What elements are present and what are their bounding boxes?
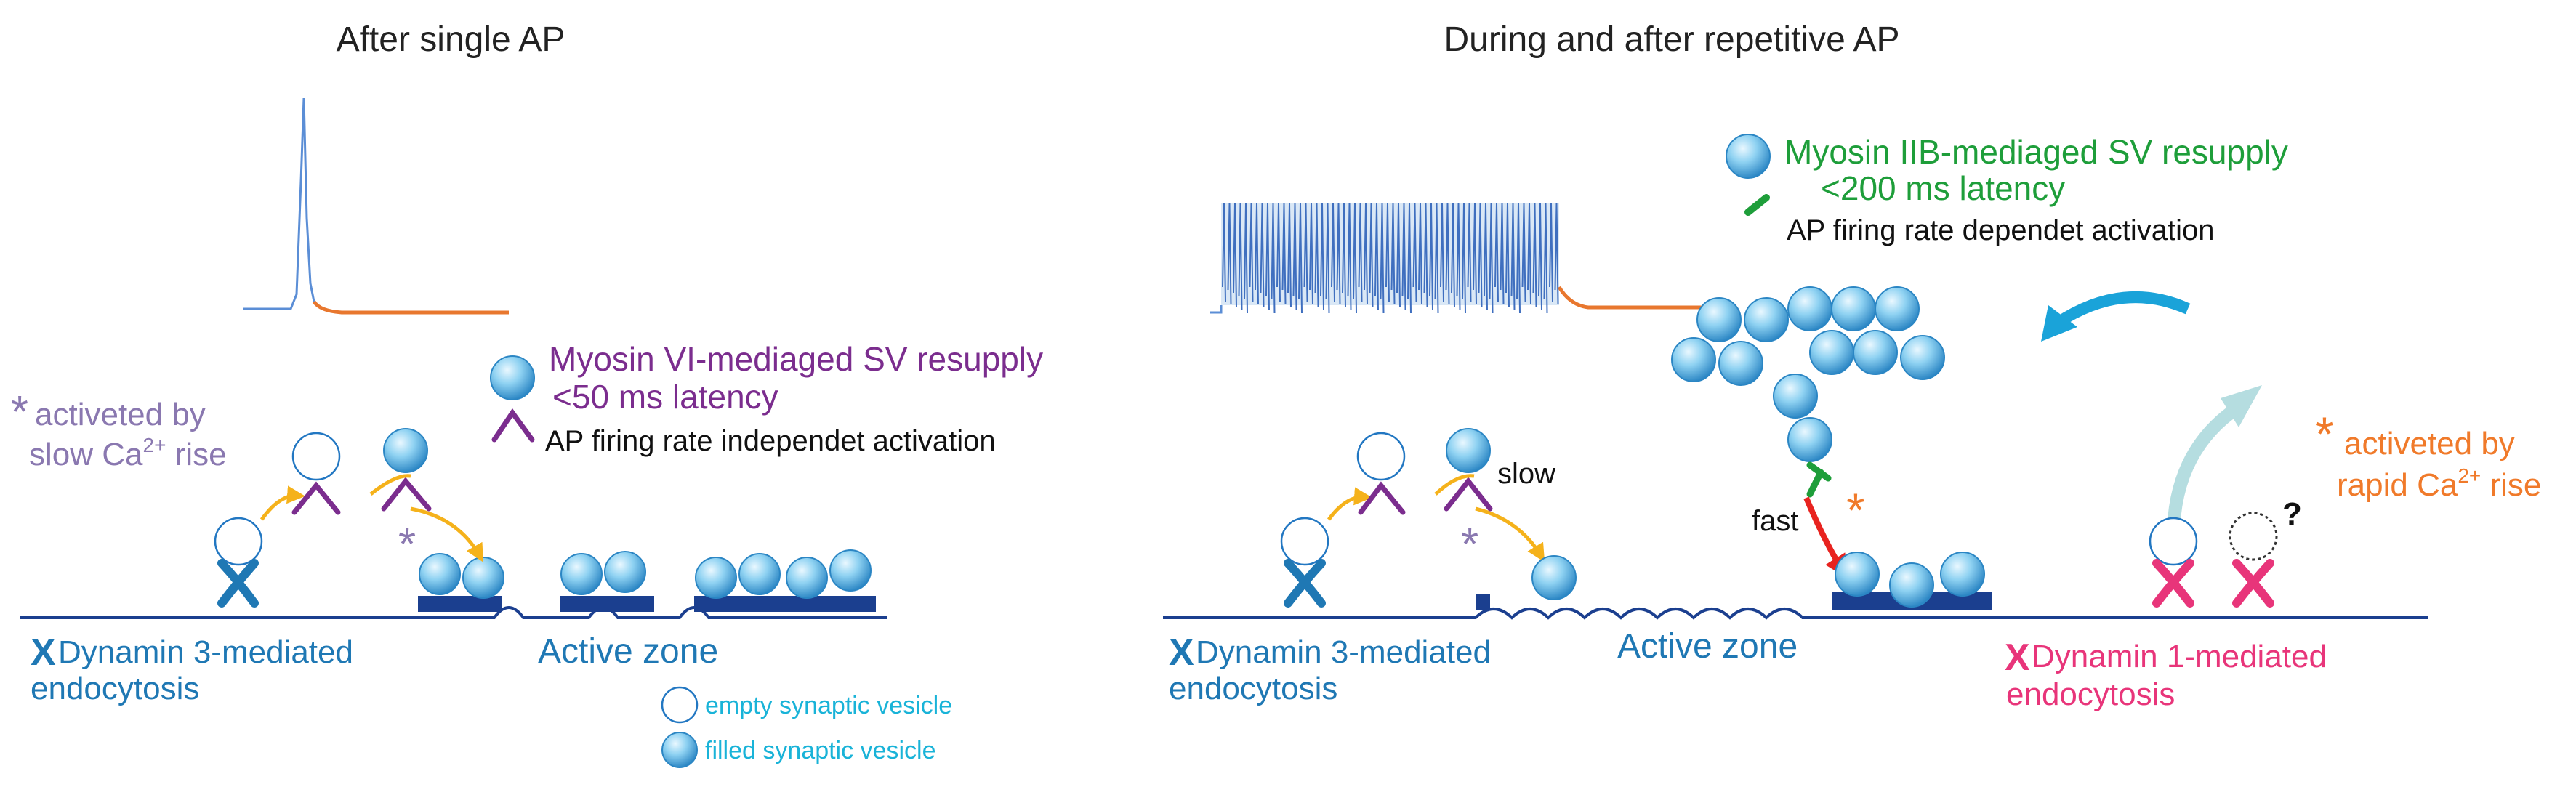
left-membrane xyxy=(20,596,887,619)
reserve-vesicle-cluster xyxy=(1671,286,1945,498)
dynamin1-icon xyxy=(2152,559,2194,608)
svg-text:Myosin VI-mediaged SV resupply: Myosin VI-mediaged SV resupply xyxy=(549,340,1043,378)
empty-vesicle-myosin xyxy=(291,432,341,481)
myosin6-icon xyxy=(291,481,341,515)
legend-filled-label: filled synaptic vesicle xyxy=(705,737,935,764)
svg-text:X: X xyxy=(1169,631,1194,674)
slow-ca-note: * activeted by slow Ca2+ rise xyxy=(11,387,227,472)
svg-text:<200 ms latency: <200 ms latency xyxy=(1821,169,2065,207)
empty-vesicle xyxy=(214,517,263,566)
legend-empty-label: empty synaptic vesicle xyxy=(705,692,952,719)
repetitive-ap-trace xyxy=(1210,203,1730,314)
left-dynamin3-label: X Dynamin 3-mediated endocytosis xyxy=(31,631,353,706)
slow-label: slow xyxy=(1497,458,1555,490)
right-active-zone-label: Active zone xyxy=(1617,627,1798,666)
dynamin3-icon xyxy=(1284,559,1326,608)
right-endocytosis-group: * slow xyxy=(1280,428,1577,608)
svg-text:X: X xyxy=(31,631,56,674)
legend-empty-vesicle-icon xyxy=(661,686,699,724)
svg-text:endocytosis: endocytosis xyxy=(31,671,199,706)
svg-text:endocytosis: endocytosis xyxy=(2006,677,2175,712)
svg-text:Dynamin 3-mediated: Dynamin 3-mediated xyxy=(1196,634,1491,670)
question-mark: ? xyxy=(2282,496,2302,532)
svg-text:AP firing rate independet acti: AP firing rate independet activation xyxy=(545,425,996,457)
legend-filled-vesicle-icon xyxy=(661,732,698,768)
left-docked-vesicles xyxy=(419,549,872,599)
dynamin3-icon xyxy=(217,559,259,608)
left-endocytosis-group: * xyxy=(214,428,483,608)
dynamin1-group: ? xyxy=(2149,496,2302,608)
vesicle-legend: empty synaptic vesicle filled synaptic v… xyxy=(661,686,952,768)
svg-text:<50 ms latency: <50 ms latency xyxy=(552,378,778,416)
svg-text:rapid Ca2+ rise: rapid Ca2+ rise xyxy=(2337,464,2541,503)
endocytosis-up-arrow xyxy=(2167,401,2243,538)
recycle-arrow xyxy=(2053,291,2191,328)
svg-text:endocytosis: endocytosis xyxy=(1169,671,1337,706)
right-panel-title: During and after repetitive AP xyxy=(1444,20,1899,59)
slow-ca-star: * xyxy=(398,520,416,570)
myosin6-resupply-label: Myosin VI-mediaged SV resupply <50 ms la… xyxy=(490,340,1043,457)
svg-text:Dynamin 3-mediated: Dynamin 3-mediated xyxy=(58,634,353,670)
svg-text:slow Ca2+ rise: slow Ca2+ rise xyxy=(29,434,227,472)
svg-text:Dynamin 1-mediated: Dynamin 1-mediated xyxy=(2032,639,2327,674)
svg-text:activeted by: activeted by xyxy=(2344,426,2515,461)
single-ap-trace xyxy=(243,97,509,315)
right-dynamin3-label: X Dynamin 3-mediated endocytosis xyxy=(1169,631,1491,706)
fast-arrow xyxy=(1803,496,1848,578)
fast-label: fast xyxy=(1752,505,1798,537)
svg-text:*: * xyxy=(2315,407,2334,461)
left-active-zone-label: Active zone xyxy=(538,632,718,671)
dynamin1-label: X Dynamin 1-mediated endocytosis xyxy=(2005,637,2327,712)
myosin2b-resupply-label: Myosin IIB-mediaged SV resupply <200 ms … xyxy=(1726,133,2288,246)
rapid-ca-note: * activeted by rapid Ca2+ rise xyxy=(2315,407,2541,503)
svg-text:*: * xyxy=(11,387,28,437)
fast-resupply: fast * xyxy=(1752,483,1985,608)
svg-text:activeted by: activeted by xyxy=(35,397,206,432)
svg-text:Myosin IIB-mediaged SV resuppl: Myosin IIB-mediaged SV resupply xyxy=(1784,133,2288,171)
svg-text:AP firing rate dependet activa: AP firing rate dependet activation xyxy=(1787,214,2215,246)
right-fast-star: * xyxy=(1846,483,1865,537)
spike-train xyxy=(1222,203,1559,314)
left-panel-title: After single AP xyxy=(337,20,565,59)
svg-text:X: X xyxy=(2005,637,2030,679)
right-slow-star: * xyxy=(1461,520,1478,570)
